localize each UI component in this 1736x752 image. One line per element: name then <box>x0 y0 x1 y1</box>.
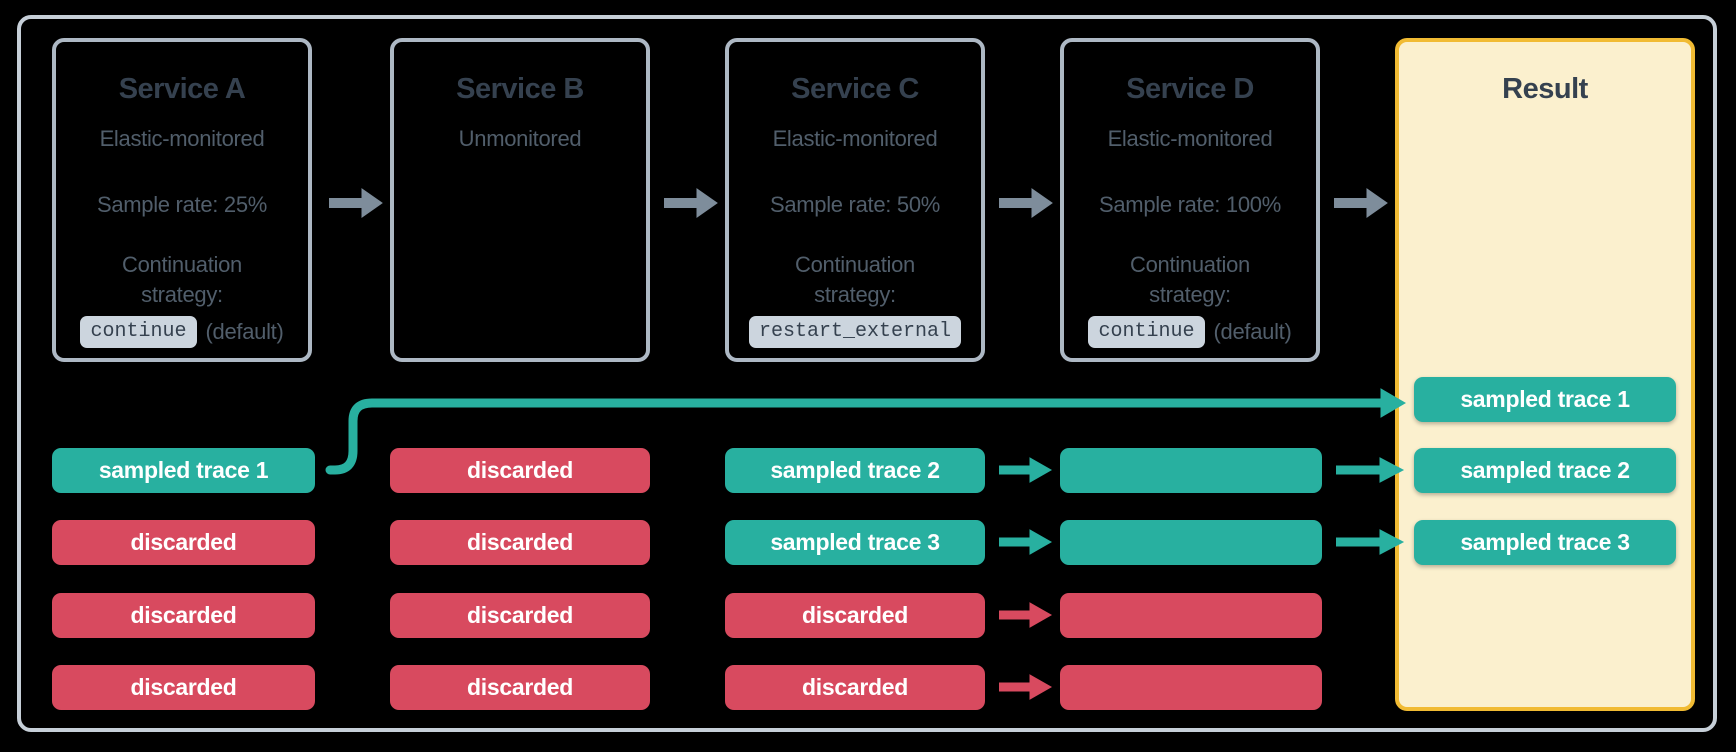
strategy-default-note: (default) <box>205 319 284 344</box>
result-box: Result <box>1395 38 1695 711</box>
service-a-title: Service A <box>118 73 246 105</box>
service-d-strategy-value: continue (default) <box>1064 314 1316 350</box>
trace-pill-b4: discarded <box>390 665 650 710</box>
service-a-box: Service A Elastic-monitored Sample rate:… <box>52 38 312 362</box>
strategy-default-note: (default) <box>1213 319 1292 344</box>
trace-bar-d1 <box>1060 448 1322 493</box>
service-c-box: Service C Elastic-monitored Sample rate:… <box>725 38 985 362</box>
service-a-strategy-value: continue (default) <box>56 314 308 350</box>
service-c-strategy-value: restart_external <box>729 314 981 350</box>
trace-pill-c1: sampled trace 2 <box>725 448 985 493</box>
service-a-strategy-label: Continuation strategy: <box>122 252 242 307</box>
result-title: Result <box>1502 73 1588 105</box>
trace-bar-d4 <box>1060 665 1322 710</box>
trace-bar-d2 <box>1060 520 1322 565</box>
trace-pill-b1: discarded <box>390 448 650 493</box>
service-b-monitoring: Unmonitored <box>458 126 582 151</box>
service-c-strategy-label: Continuation strategy: <box>795 252 915 307</box>
service-a-monitoring: Elastic-monitored <box>99 126 265 151</box>
trace-pill-b3: discarded <box>390 593 650 638</box>
code-chip: continue <box>80 316 197 348</box>
trace-pill-b2: discarded <box>390 520 650 565</box>
trace-bar-d3 <box>1060 593 1322 638</box>
trace-pill-a1: sampled trace 1 <box>52 448 315 493</box>
code-chip: continue <box>1088 316 1205 348</box>
service-c-title: Service C <box>791 73 919 105</box>
service-d-title: Service D <box>1126 73 1254 105</box>
service-d-sample-rate: Sample rate: 100% <box>1098 192 1281 217</box>
trace-pill-c2: sampled trace 3 <box>725 520 985 565</box>
trace-pill-c3: discarded <box>725 593 985 638</box>
service-a-sample-rate: Sample rate: 25% <box>96 192 268 217</box>
service-d-monitoring: Elastic-monitored <box>1107 126 1273 151</box>
service-d-box: Service D Elastic-monitored Sample rate:… <box>1060 38 1320 362</box>
service-c-monitoring: Elastic-monitored <box>772 126 938 151</box>
trace-pill-a3: discarded <box>52 593 315 638</box>
outer-frame <box>17 15 1717 732</box>
trace-pill-a4: discarded <box>52 665 315 710</box>
service-c-sample-rate: Sample rate: 50% <box>769 192 941 217</box>
service-b-box: Service B Unmonitored <box>390 38 650 362</box>
trace-pill-c4: discarded <box>725 665 985 710</box>
result-pill-2: sampled trace 2 <box>1414 448 1676 493</box>
service-b-title: Service B <box>456 73 584 105</box>
result-pill-3: sampled trace 3 <box>1414 520 1676 565</box>
service-d-strategy-label: Continuation strategy: <box>1130 252 1250 307</box>
trace-pill-a2: discarded <box>52 520 315 565</box>
result-pill-1: sampled trace 1 <box>1414 377 1676 422</box>
code-chip: restart_external <box>748 316 962 348</box>
